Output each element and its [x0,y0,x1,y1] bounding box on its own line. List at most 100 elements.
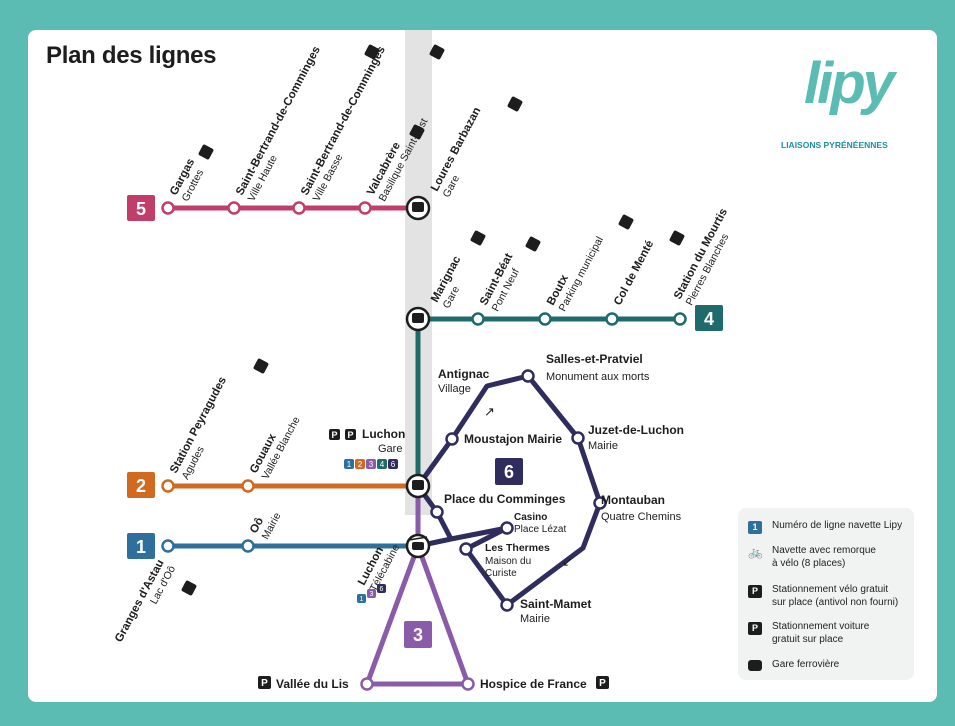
svg-text:4: 4 [380,460,385,469]
parking-car-icon [618,214,634,230]
parking-car-icon [596,676,609,689]
lipy-tagline: LIAISONS PYRÉNÉENNES [781,140,888,150]
parking-icons-luchon: P P [329,429,356,440]
svg-text:6: 6 [391,460,396,469]
luchon-gare-line-badges: 1 2 3 4 6 [344,459,398,469]
label-salles: Salles-et-Pratviel [546,352,643,366]
svg-text:P: P [261,678,268,689]
svg-text:2: 2 [358,460,363,469]
line-2-badge-label: 2 [136,476,146,496]
parking-car-icon [409,124,425,140]
station-amenity-icons [181,44,685,596]
page-title: Plan des lignes [46,42,217,69]
hub-loures[interactable] [405,195,431,221]
line-2-badge [127,472,155,498]
label-gargas: Gargas Grottes [168,157,206,204]
svg-text:6: 6 [380,586,384,593]
label-luchon-gare: Luchon [362,427,405,441]
stop-sbc-haute[interactable] [227,201,241,215]
stop-hospice[interactable] [461,677,475,691]
label-saint-beat: Saint-Béat Pont Neuf [478,251,522,313]
line-1-badge [127,533,155,559]
line-6-badge-label: 6 [504,462,514,482]
label-comminges: Place du Comminges [444,492,566,506]
line-5-badge-label: 5 [136,199,146,219]
lipy-logo: lipy [804,51,895,116]
stop-saint-beat[interactable] [471,312,485,326]
label-thermes: Les Thermes [485,542,550,554]
train-icon [412,480,424,490]
stop-mamet[interactable] [500,598,514,612]
parking-bike-icon [429,44,445,60]
label-loures: Loures Barbazan Gare [429,105,483,199]
legend-panel: 1 Numéro de ligne navette Lipy 🚲 Navette… [738,508,914,680]
train-icon [412,202,424,212]
stop-moustajon[interactable] [445,432,459,446]
parking-bike-icon: P [748,585,762,598]
label-salles-sub: Monument aux morts [546,371,650,383]
label-juzet: Juzet-de-Luchon [588,423,684,437]
parking-car-icon [253,358,269,374]
label-antignac-sub: Village [438,383,471,395]
label-vallee-lis: Vallée du Lis [276,677,349,691]
line-6-badge [495,458,523,485]
parking-car-icon [507,96,523,112]
line-1-badge-label: 1 [136,537,146,557]
hub-luchon-telecabine[interactable] [405,533,431,559]
stop-valcabrere[interactable] [358,201,372,215]
parking-car-icon [525,236,541,252]
hub-marignac[interactable] [405,306,431,332]
stop-peyragudes[interactable] [161,479,175,493]
stop-sbc-basse[interactable] [292,201,306,215]
line-4-badge-label: 4 [704,309,714,329]
label-hospice: Hospice de France [480,677,587,691]
stop-juzet[interactable] [571,431,585,445]
label-marignac: Marignac Gare [429,254,464,311]
label-granges: Granges d'Astau Lac d'Oô [113,558,178,644]
line-4-badge [695,305,723,331]
line-3-badge [404,621,432,648]
svg-text:1: 1 [360,596,364,603]
stop-casino[interactable] [500,521,514,535]
svg-text:Parking municipal: Parking municipal [557,235,607,314]
parking-car-icon [258,676,271,689]
stop-gargas[interactable] [161,201,175,215]
stop-vallee-lis[interactable] [360,677,374,691]
stop-gouaux[interactable] [241,479,255,493]
label-col-mente: Col de Menté [612,239,656,308]
parking-car-icon [669,230,685,246]
hub-luchon-gare[interactable] [405,473,431,499]
stop-salles[interactable] [521,369,535,383]
parking-car-icon [329,429,340,440]
stop-col-mente[interactable] [605,312,619,326]
label-montauban: Montauban [601,493,665,507]
train-icon [412,313,424,323]
svg-text:P: P [331,430,337,440]
label-thermes-sub2: Curiste [485,568,517,579]
stop-comminges[interactable] [430,505,444,519]
bike-trailer-icon: 🚲 [748,545,763,559]
stop-montauban[interactable] [593,496,607,510]
parking-car-icon [470,230,486,246]
stop-boutx[interactable] [538,312,552,326]
stop-thermes[interactable] [459,542,473,556]
stop-oo[interactable] [241,539,255,553]
parking-car-icon [181,580,197,596]
line-number-icon: 1 [748,521,762,534]
label-casino-sub: Place Lézat [514,524,566,535]
stop-mourtis[interactable] [673,312,687,326]
svg-text:P: P [599,678,606,689]
parking-car-icon: P [748,622,762,635]
label-gouaux: Gouaux Vallée Blanche [248,415,303,482]
label-juzet-sub: Mairie [588,440,618,452]
label-thermes-sub1: Maison du [485,556,531,567]
direction-arrow-icon: ↗ [484,404,495,419]
label-mamet: Saint-Mamet [520,597,591,611]
svg-text:3: 3 [369,460,374,469]
parking-bike-icon [345,429,356,440]
stop-granges[interactable] [161,539,175,553]
